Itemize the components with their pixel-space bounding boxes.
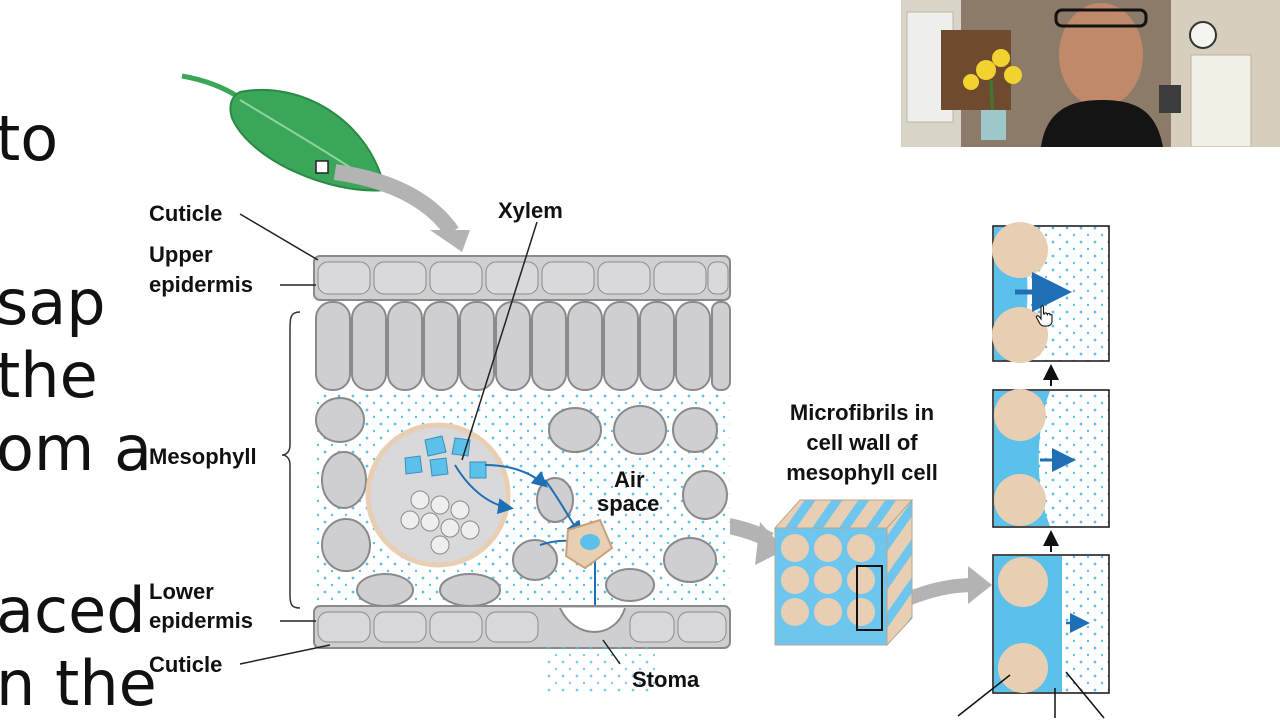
label-microfibrils-line3: mesophyll cell — [786, 460, 938, 485]
slide-text-fragment-1: to — [0, 102, 59, 175]
meniscus-panel-bottom — [992, 554, 1110, 694]
label-stoma: Stoma — [632, 667, 700, 692]
microfibril-to-detail-arrow — [902, 578, 976, 607]
microfibril-zoom-marker — [856, 565, 883, 631]
label-upper-epidermis-line2: epidermis — [149, 272, 253, 297]
label-air-space-line1: Air — [614, 467, 645, 492]
stoma-opening — [559, 607, 626, 633]
slide-text-fragment-4: om a — [0, 412, 153, 485]
label-microfibrils-line1: Microfibrils in — [790, 400, 934, 425]
label-cuticle-top: Cuticle — [149, 201, 222, 226]
leaf-to-section-arrow — [333, 164, 459, 237]
mesophyll-bracket — [281, 311, 301, 609]
slide-text-fragment-5: aced — [0, 574, 146, 647]
label-upper-epidermis-line1: Upper — [149, 242, 213, 267]
meniscus-panel-top — [992, 222, 1110, 363]
hand-pointer-icon — [1035, 305, 1053, 327]
microfibril-cube — [773, 498, 914, 647]
label-air-space-line2: space — [597, 491, 659, 516]
slide-text-fragment-3: the — [0, 339, 98, 412]
vascular-bundle — [365, 422, 511, 568]
lower-epidermis-cells — [313, 605, 731, 649]
upper-epidermis-cells — [313, 255, 731, 301]
meniscus-panel-middle — [992, 389, 1110, 528]
slide-text-fragment-2: sap — [0, 266, 106, 339]
spongy-mesophyll-cells — [315, 397, 728, 607]
label-microfibrils-line2: cell wall of — [806, 430, 918, 455]
label-mesophyll: Mesophyll — [149, 444, 257, 469]
webcam-video-frame — [901, 0, 1280, 147]
wall-clock — [1189, 21, 1217, 49]
label-cuticle-bottom: Cuticle — [149, 652, 222, 677]
presenter-webcam — [901, 0, 1280, 147]
slide-text-fragment-6: n the — [0, 647, 157, 720]
label-xylem: Xylem — [498, 198, 563, 223]
label-lower-epidermis-line1: Lower — [149, 579, 214, 604]
leaf-sample-marker — [315, 160, 329, 174]
palisade-cells — [315, 301, 731, 391]
label-lower-epidermis-line2: epidermis — [149, 608, 253, 633]
leaf-cross-section — [313, 255, 731, 693]
